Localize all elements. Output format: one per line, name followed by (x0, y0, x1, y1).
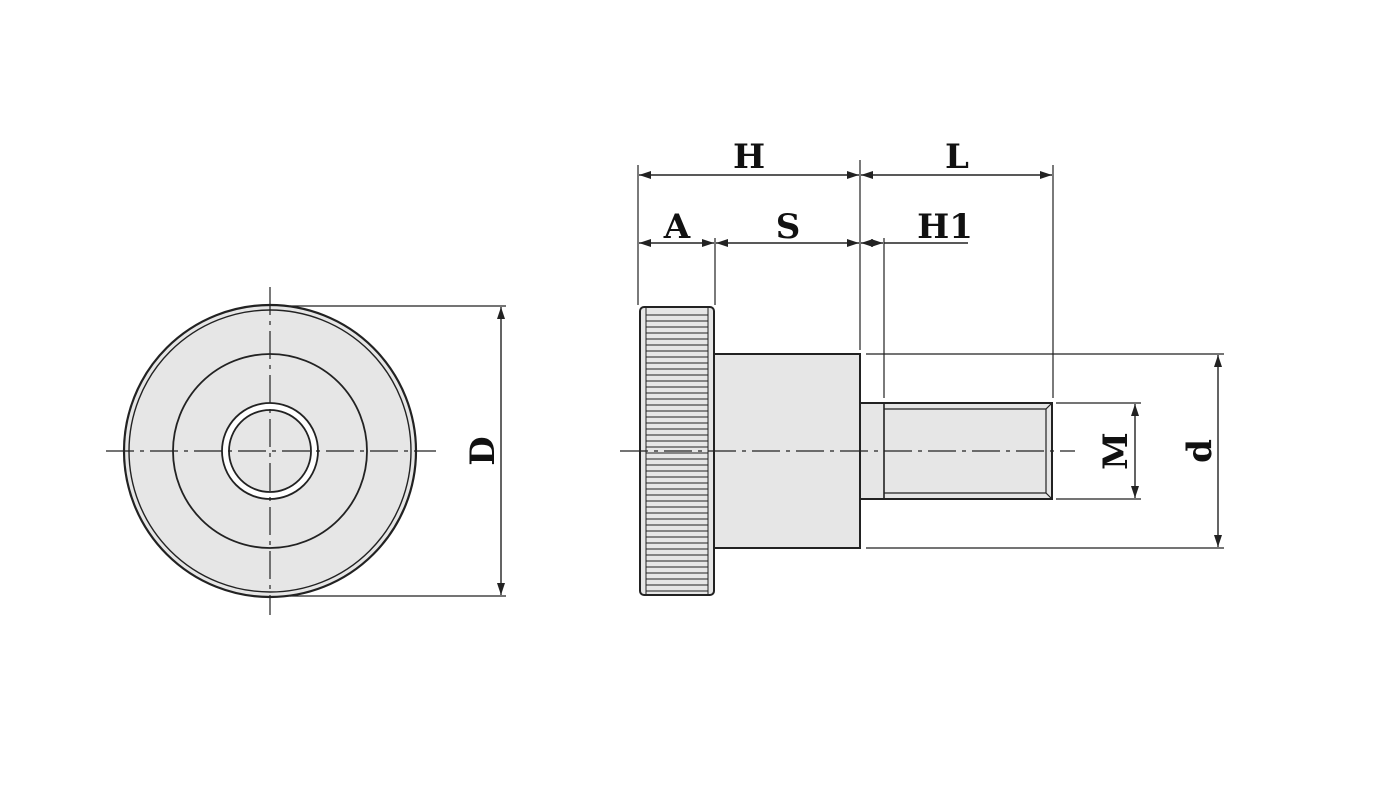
label-H: H (733, 137, 765, 177)
front-view (106, 287, 506, 615)
thread-chamfer-bottom (1045, 492, 1053, 500)
side-extension-lines (637, 160, 1224, 549)
label-S: S (776, 207, 801, 247)
side-view (620, 306, 1075, 596)
label-H1: H1 (917, 207, 973, 247)
label-D: D (463, 436, 503, 465)
knurl-lines (646, 314, 708, 592)
label-A: A (663, 207, 691, 247)
thread-chamfer-top (1045, 402, 1053, 410)
side-dimension-lines (639, 171, 1222, 547)
label-d: d (1180, 439, 1220, 463)
label-M: M (1096, 432, 1136, 470)
label-L: L (945, 137, 969, 177)
